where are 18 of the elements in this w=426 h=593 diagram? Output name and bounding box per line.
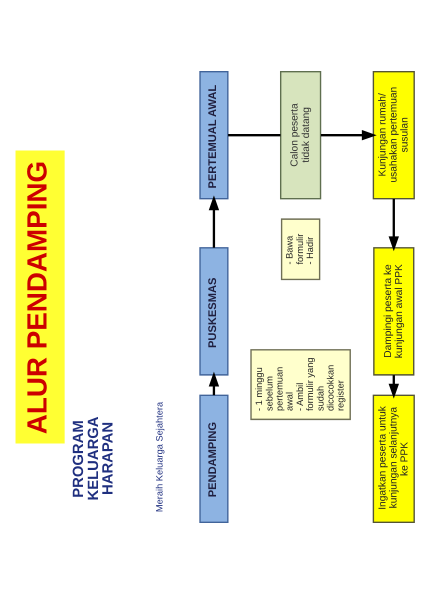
label: PROGRAM KELUARGA HARAPAN bbox=[71, 416, 117, 500]
node-box: Kunjungan rumah/ usahakan pertemuan susulan bbox=[372, 70, 415, 199]
arrow bbox=[320, 130, 377, 140]
arrow bbox=[388, 198, 399, 251]
diagram-title: ALUR PENDAMPING bbox=[22, 160, 53, 434]
node-box: PUSKESMAS bbox=[199, 246, 229, 376]
label: Meraih Keluarga Sejahtera bbox=[154, 401, 164, 512]
arrow bbox=[388, 374, 399, 398]
node-box: PERTEMUAL AWAL bbox=[199, 70, 229, 199]
node-box: - Bawa formulir - Hadir bbox=[280, 218, 320, 280]
node-box: PENDAMPING bbox=[199, 394, 229, 522]
node-box: Calon peserta tidak datang bbox=[280, 70, 322, 199]
connector bbox=[228, 134, 281, 136]
arrow bbox=[208, 371, 220, 395]
node-box: - 1 minggu sebelum pertemuan awal - Ambil formulir yang sudah dicocokkan register bbox=[250, 348, 351, 420]
node-box: Ingatkan peserta untuk kunjungan selanjutnya ke PPK bbox=[372, 394, 415, 522]
node-box: Dampingi peserta ke kunjungan awal PPK bbox=[373, 246, 414, 376]
arrow bbox=[208, 194, 220, 248]
